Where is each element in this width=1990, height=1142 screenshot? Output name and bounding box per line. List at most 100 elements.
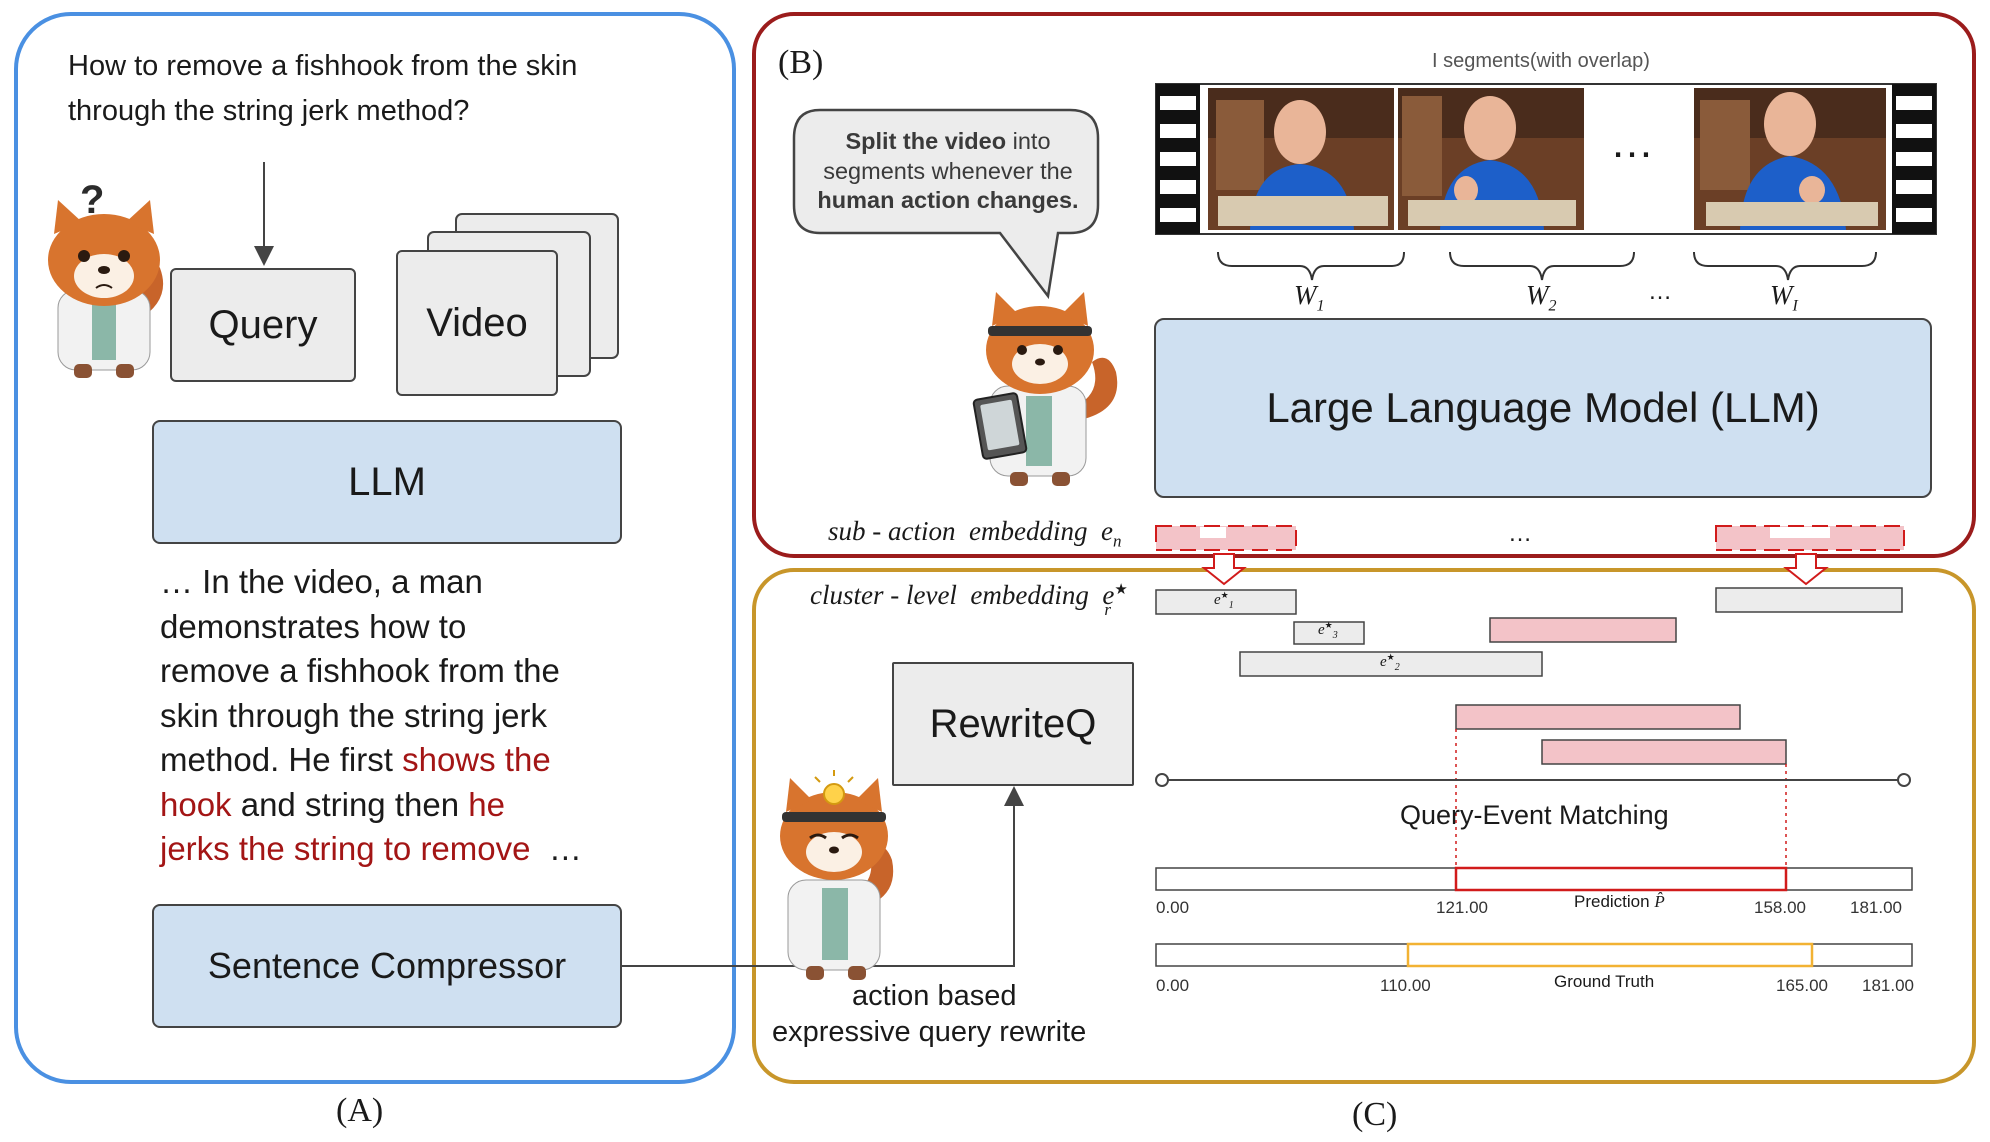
cluster-sub: r	[1104, 600, 1112, 619]
narr-6a-highlight: hook	[160, 785, 232, 823]
prediction-span	[1454, 866, 1788, 892]
speech-bold-1: Split the video	[845, 128, 1007, 154]
sub-action-sub: n	[1112, 531, 1122, 551]
e3-star: ★	[1324, 620, 1333, 630]
narr-line-6: hook and string then he	[160, 783, 582, 828]
narr-5a: method. He first	[160, 741, 403, 778]
cluster-bar-pink-1	[1489, 617, 1677, 643]
query-label: Query	[208, 302, 318, 347]
query-box: Query	[170, 268, 356, 382]
narr-line-1: … In the video, a man	[160, 563, 483, 600]
rewrite-caption-1: action based	[852, 980, 1017, 1012]
cluster-sup: ★	[1114, 582, 1128, 598]
film-perforations	[1160, 96, 1932, 222]
narr-7a-highlight: jerks the string to remove	[160, 830, 531, 867]
video-box: Video	[396, 250, 558, 396]
gt-tick-165: 165.00	[1776, 976, 1828, 995]
down-arrow-right	[1783, 553, 1829, 586]
timeline-start-dot	[1155, 773, 1169, 787]
pred-tick-181: 181.00	[1850, 898, 1902, 917]
sub-action-embedding-left	[1155, 525, 1297, 551]
e1-letter: e	[1214, 592, 1221, 608]
question-line-2: through the string jerk method?	[68, 95, 470, 127]
llm-output-narrative: … In the video, a man demonstrates how t…	[160, 560, 582, 872]
panel-b-label: (B)	[778, 44, 824, 81]
speech-text: Split the video into segments whenever t…	[800, 127, 1096, 216]
narr-line-3: remove a fishhook from the	[160, 652, 560, 689]
speech-line-3: human action changes.	[800, 186, 1096, 216]
prediction-bar	[1155, 867, 1913, 891]
wi-label: WI	[1770, 280, 1798, 315]
sentence-compressor-box: Sentence Compressor	[152, 904, 622, 1028]
panda-question-mark: ?	[80, 178, 105, 222]
gt-tick-0: 0.00	[1156, 976, 1190, 995]
ground-truth-bar	[1155, 943, 1913, 967]
cluster-bar-e2	[1239, 651, 1543, 677]
speech-line-1: Split the video into	[800, 127, 1096, 157]
narr-6c-highlight: he	[468, 785, 505, 823]
e2-label: e★2	[1380, 652, 1400, 673]
query-event-matching-label: Query-Event Matching	[1400, 800, 1669, 830]
compressor-to-rewriteq-arrow	[622, 786, 1024, 967]
video-label: Video	[426, 300, 528, 345]
speech-bold-2: human action changes.	[817, 187, 1079, 213]
w1-sub: 1	[1316, 297, 1325, 315]
red-panda-doctor-tablet	[972, 292, 1118, 486]
ground-truth-label: Ground Truth	[1554, 972, 1655, 991]
narr-line-4: skin through the string jerk	[160, 696, 548, 734]
narr-line-2: demonstrates how to	[160, 607, 467, 645]
panel-c-label: (C)	[1352, 1096, 1398, 1133]
sub-action-label: sub - action embedding en	[828, 516, 1121, 551]
cluster-bar-e1	[1155, 589, 1297, 615]
e1-label: e★1	[1214, 590, 1234, 611]
segment-braces	[1217, 251, 1877, 281]
wi-letter: W	[1770, 280, 1793, 310]
cluster-label: cluster - level embedding e★r	[810, 580, 1128, 619]
e2-star: ★	[1386, 652, 1395, 662]
large-language-model-box: Large Language Model (LLM)	[1154, 318, 1932, 498]
cluster-bar-e3	[1293, 621, 1365, 645]
cluster-text: cluster - level embedding e	[810, 580, 1115, 610]
w-dots: …	[1648, 278, 1672, 305]
prediction-label: Prediction P̂	[1574, 892, 1665, 912]
e3-letter: e	[1318, 622, 1325, 638]
sentence-compressor-label: Sentence Compressor	[207, 945, 567, 986]
red-panda-doctor-question	[48, 200, 164, 378]
w1-letter: W	[1294, 280, 1317, 310]
cluster-bar-pink-2	[1455, 704, 1741, 730]
e1-sub: 1	[1228, 600, 1234, 611]
e3-label: e★3	[1318, 620, 1338, 641]
prediction-text: Prediction	[1574, 892, 1655, 911]
pred-tick-0: 0.00	[1156, 898, 1190, 917]
sub-action-embedding-right	[1715, 525, 1905, 551]
wi-sub: I	[1792, 297, 1798, 315]
w2-letter: W	[1526, 280, 1549, 310]
e2-sub: 2	[1394, 662, 1400, 673]
question-line-1: How to remove a fishhook from the skin	[68, 50, 578, 82]
pred-tick-121: 121.00	[1436, 898, 1488, 917]
w2-label: W2	[1526, 280, 1557, 315]
rewriteq-box: RewriteQ	[892, 662, 1134, 786]
segments-title: I segments(with overlap)	[1432, 50, 1650, 72]
video-frame-2	[1398, 88, 1584, 230]
narr-7b: …	[530, 830, 582, 867]
pred-tick-158: 158.00	[1754, 898, 1806, 917]
cluster-bar-pink-3	[1541, 739, 1787, 765]
sub-action-text: sub - action embedding e	[828, 516, 1113, 546]
llm-box: LLM	[152, 420, 622, 544]
video-frame-1	[1208, 88, 1394, 230]
ground-truth-span	[1406, 942, 1814, 968]
narr-line-5: method. He first shows the	[160, 738, 582, 783]
rewrite-caption-2: expressive query rewrite	[772, 1016, 1087, 1048]
large-language-model-label: Large Language Model (LLM)	[1266, 384, 1820, 431]
narr-line-7: jerks the string to remove …	[160, 827, 582, 872]
panel-b-border	[752, 12, 1976, 558]
panel-a-label: (A)	[336, 1092, 384, 1129]
llm-label: LLM	[348, 459, 426, 504]
cluster-bar-right	[1715, 587, 1903, 613]
embedding-dots: …	[1508, 520, 1532, 547]
e3-sub: 3	[1332, 630, 1338, 641]
timeline-end-dot	[1897, 773, 1911, 787]
gt-tick-110: 110.00	[1380, 976, 1431, 995]
